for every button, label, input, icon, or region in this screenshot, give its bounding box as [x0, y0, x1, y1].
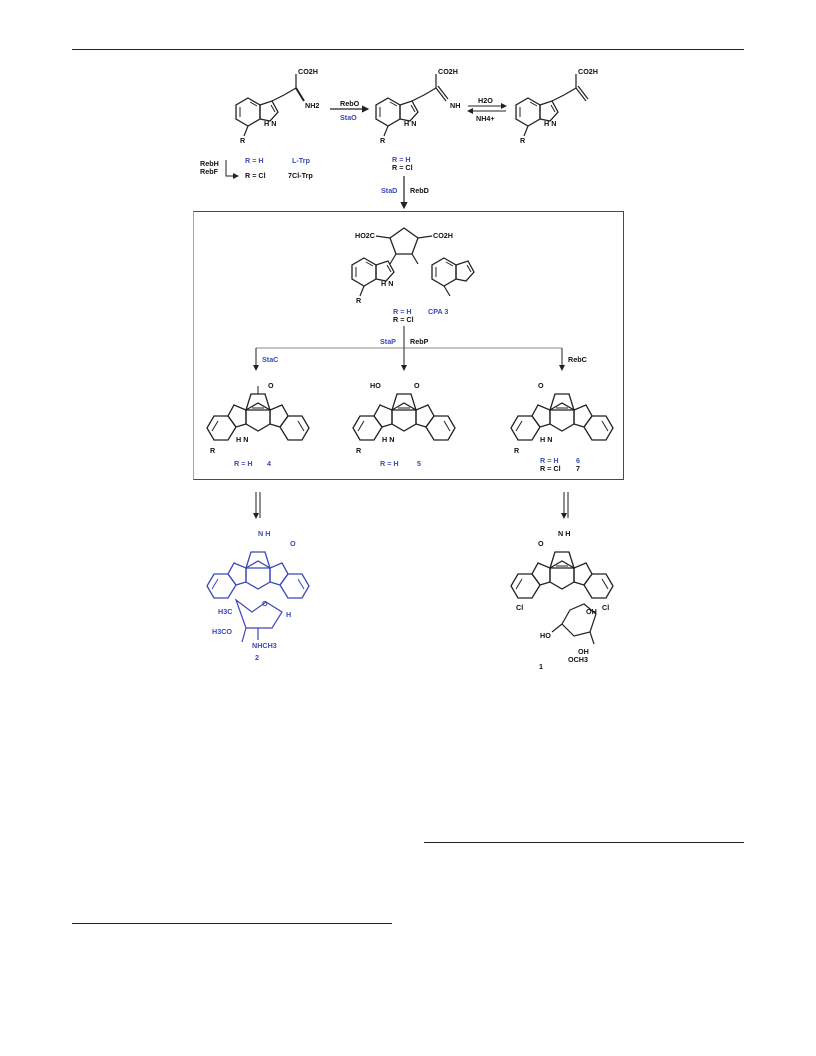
trp-cl-name-label: 7Cl-Trp	[288, 171, 313, 180]
branch-left-label: StaP	[380, 337, 396, 346]
ketoacid-carboxyl-label: CO2H	[578, 67, 598, 76]
compound-6-label: R = H	[540, 456, 559, 465]
staurosporine-h: H	[286, 610, 292, 619]
ketoacid-r-label: R	[520, 136, 526, 145]
trp-amine-label: NH2	[305, 101, 320, 110]
compound-4-nh: H N	[236, 435, 249, 444]
compound-4-r: R	[210, 446, 216, 455]
rebeccamycin-carbonyl: O	[538, 539, 544, 548]
trp-nh-label: H N	[264, 119, 277, 128]
imine-indole-nh-label: H N	[404, 119, 417, 128]
staurosporine-amine: NHCH3	[252, 641, 277, 650]
trp-h-label: R = H	[245, 156, 264, 165]
rebeccamycin-number: 1	[539, 662, 543, 671]
branch-a-label: StaC	[262, 355, 279, 364]
cpa-cl-label: R = Cl	[393, 315, 414, 324]
cpa-right-acid-label: CO2H	[433, 231, 453, 240]
branch-b-label: RebC	[568, 355, 587, 364]
compound-5-nh: H N	[382, 435, 395, 444]
compound-5-hydroxy: HO	[370, 381, 381, 390]
rebeccamycin-oh-bottom: OH	[578, 647, 589, 656]
compound-4-structure	[206, 386, 310, 441]
compound-4-label: R = H	[234, 459, 253, 468]
rebeccamycin-structure	[510, 551, 614, 645]
compound-5-structure	[352, 393, 456, 441]
compound-5-label: R = H	[380, 459, 399, 468]
staurosporine-methyl: H3C	[218, 607, 233, 616]
compound-5-number: 5	[417, 459, 421, 468]
rebeccamycin-cl-right: Cl	[602, 603, 610, 612]
compound-6-number: 6	[576, 456, 580, 465]
ketoacid-structure	[515, 74, 589, 137]
imine-h-label: R = H	[392, 155, 411, 164]
staurosporine-carbonyl: O	[290, 539, 296, 548]
halogenase-a-label: RebH	[200, 159, 219, 168]
rebeccamycin-oh-top: OH	[586, 607, 597, 616]
trp-structure	[235, 74, 305, 137]
imine-carboxyl-label: CO2H	[438, 67, 458, 76]
rebeccamycin-nh: N H	[558, 529, 571, 538]
cpa-structure	[351, 227, 475, 297]
staurosporine-structure	[206, 551, 310, 643]
footnote-rule	[72, 923, 392, 924]
halogenase-b-label: RebF	[200, 167, 218, 176]
branch-right-label: RebP	[410, 337, 429, 346]
biosynthesis-box	[193, 211, 624, 480]
imine-structure	[375, 74, 449, 137]
compound-5-r: R	[356, 446, 362, 455]
cpa-left-nh-label: H N	[381, 279, 394, 288]
cpa-name-label: CPA 3	[428, 307, 449, 316]
compound-67-r: R	[514, 446, 520, 455]
cpa-left-acid-label: HO2C	[355, 231, 375, 240]
trp-h-name-label: L-Trp	[292, 156, 310, 165]
rebeccamycin-cl-left: Cl	[516, 603, 524, 612]
ketoacid-nh-label: H N	[544, 119, 557, 128]
compound-67-structure	[510, 393, 614, 441]
column-rule	[424, 842, 744, 843]
compound-4-number: 4	[267, 459, 271, 468]
step1-bottom-label: StaO	[340, 113, 357, 122]
cpa-r-label: R	[356, 296, 362, 305]
cpa-h-label: R = H	[393, 307, 412, 316]
staurosporine-number: 2	[255, 653, 259, 662]
compound-7-number: 7	[576, 464, 580, 473]
staurosporine-oxygen: O	[262, 599, 268, 608]
rebeccamycin-ho: HO	[540, 631, 551, 640]
header-rule	[72, 49, 744, 50]
trp-cl-label: R = Cl	[245, 171, 266, 180]
imine-cl-label: R = Cl	[392, 163, 413, 172]
step1-top-label: RebO	[340, 99, 360, 108]
step2-bottom-label: NH4+	[476, 114, 495, 123]
compound-67-carbonyl: O	[538, 381, 544, 390]
trp-carboxyl-label: CO2H	[298, 67, 318, 76]
staurosporine-methoxy: H3CO	[212, 627, 232, 636]
imine-r-label: R	[380, 136, 386, 145]
rebeccamycin-och3: OCH3	[568, 655, 588, 664]
step3-left-label: StaD	[381, 186, 398, 195]
compound-4-carbonyl: O	[268, 381, 274, 390]
trp-r-label: R	[240, 136, 246, 145]
step2-top-label: H2O	[478, 96, 493, 105]
imine-nh-label: NH	[450, 101, 461, 110]
compound-67-nh: H N	[540, 435, 553, 444]
compound-7-label: R = Cl	[540, 464, 561, 473]
staurosporine-nh: N H	[258, 529, 271, 538]
compound-5-carbonyl: O	[414, 381, 420, 390]
step3-right-label: RebD	[410, 186, 429, 195]
